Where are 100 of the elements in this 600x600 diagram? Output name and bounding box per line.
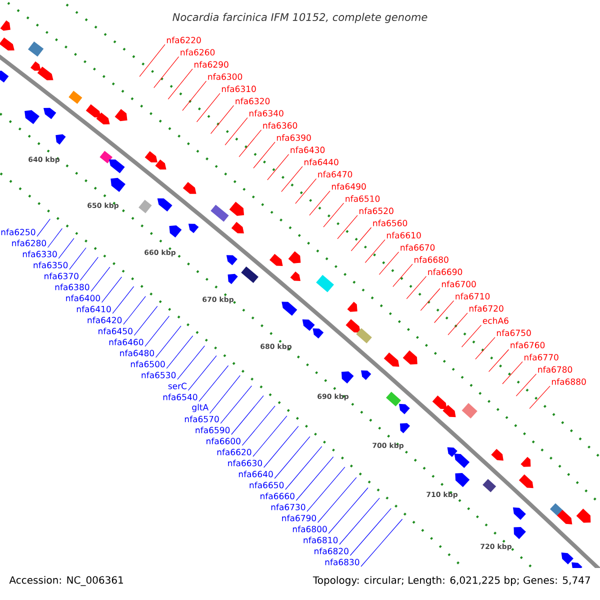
gene-label: nfa6440 bbox=[304, 158, 338, 166]
gene-label: nfa6710 bbox=[456, 292, 490, 300]
leader-line bbox=[102, 276, 122, 303]
gene-label: nfa6540 bbox=[163, 394, 198, 400]
leader-line bbox=[188, 355, 217, 391]
gene-label: nfa6450 bbox=[98, 328, 132, 334]
leader-line bbox=[328, 487, 368, 534]
leader-line bbox=[295, 178, 317, 204]
gene-label: nfa6790 bbox=[282, 514, 316, 522]
gene-label: nfa6770 bbox=[524, 354, 558, 360]
leader-line bbox=[502, 361, 523, 384]
leader-line bbox=[58, 238, 74, 259]
leader-line bbox=[36, 218, 50, 237]
leader-line bbox=[177, 345, 205, 380]
gene-label: nfa6420 bbox=[88, 316, 122, 324]
leader-line bbox=[238, 130, 262, 158]
leader-line bbox=[350, 227, 372, 252]
gene-label: nfa6400 bbox=[66, 294, 100, 302]
gene-label: nfa6500 bbox=[130, 360, 165, 368]
leader-line bbox=[267, 154, 290, 180]
gene-label: nfa6520 bbox=[359, 208, 394, 214]
gene-label: nfa6800 bbox=[292, 526, 327, 532]
leader-line bbox=[434, 300, 454, 324]
gene-label: nfa6220 bbox=[166, 36, 201, 44]
accession-text: Accession: NC_006361 bbox=[9, 576, 123, 586]
leader-line bbox=[488, 349, 510, 372]
gene-label: nfa6490 bbox=[332, 183, 366, 190]
leader-line bbox=[420, 288, 440, 311]
gene-label: nfa6570 bbox=[184, 416, 219, 422]
gene-label: nfa6340 bbox=[249, 110, 284, 116]
leader-line bbox=[69, 247, 86, 270]
gene-label: nfa6650 bbox=[250, 482, 284, 488]
leader-line bbox=[154, 56, 180, 88]
leader-line bbox=[529, 386, 550, 409]
leader-line bbox=[144, 316, 170, 347]
leader-line bbox=[210, 105, 234, 134]
leader-line bbox=[48, 228, 62, 248]
leader-line bbox=[231, 395, 264, 435]
leader-line bbox=[364, 239, 386, 264]
gene-label: nfa6690 bbox=[428, 268, 462, 276]
gene-label: nfa6610 bbox=[386, 232, 421, 238]
gene-label: nfa6560 bbox=[373, 220, 408, 226]
gene-label: nfa6750 bbox=[496, 330, 531, 336]
gene-label: serC bbox=[168, 382, 187, 390]
leader-line bbox=[112, 286, 134, 314]
leader-line bbox=[168, 68, 193, 100]
leader-line bbox=[274, 436, 310, 479]
gene-label: nfa6380 bbox=[55, 284, 90, 290]
leader-line bbox=[339, 498, 380, 545]
gene-label: nfa6780 bbox=[538, 366, 572, 373]
gene-label: nfa6600 bbox=[206, 438, 240, 444]
gene-label: nfa6590 bbox=[196, 426, 230, 434]
leader-line bbox=[392, 264, 413, 287]
gene-label: nfa6320 bbox=[236, 98, 270, 104]
gene-label: nfa6480 bbox=[120, 350, 154, 356]
leader-line bbox=[285, 446, 322, 490]
gene-label: nfa6300 bbox=[208, 73, 242, 80]
leader-line bbox=[156, 326, 182, 358]
gene-label: gltA bbox=[192, 404, 209, 412]
leader-line bbox=[323, 202, 344, 228]
leader-line bbox=[252, 416, 288, 457]
gene-label: nfa6370 bbox=[44, 272, 78, 280]
gene-label: nfa6760 bbox=[510, 342, 545, 348]
gene-label: nfa6470 bbox=[318, 170, 352, 178]
gene-label: nfa6830 bbox=[325, 558, 360, 566]
leader-line bbox=[80, 256, 98, 281]
leader-line bbox=[134, 306, 158, 336]
gene-label: nfa6530 bbox=[142, 372, 176, 378]
leader-line bbox=[350, 508, 392, 556]
title: Nocardia farcinica IFM 10152, complete genome bbox=[172, 12, 428, 24]
gene-label: nfa6670 bbox=[400, 244, 435, 251]
gene-label: nfa6390 bbox=[276, 134, 311, 141]
gene-label: nfa6620 bbox=[217, 448, 252, 456]
gene-label: nfa6720 bbox=[469, 305, 504, 312]
gene-label: nfa6290 bbox=[194, 61, 228, 68]
gene-label: nfa6310 bbox=[222, 86, 256, 92]
leader-line bbox=[139, 44, 166, 77]
leader-line bbox=[318, 477, 357, 523]
gene-label: nfa6260 bbox=[180, 48, 215, 56]
leader-line bbox=[242, 406, 276, 446]
gene-label: nfa6460 bbox=[109, 338, 144, 346]
leader-line bbox=[123, 296, 146, 325]
leader-line bbox=[210, 375, 240, 414]
leader-line bbox=[182, 80, 207, 111]
leader-line bbox=[516, 374, 537, 396]
gene-label: nfa6700 bbox=[442, 280, 476, 288]
gene-label: nfa6810 bbox=[304, 536, 338, 544]
leader-line bbox=[448, 312, 468, 336]
gene-label: echA6 bbox=[482, 317, 508, 324]
leader-line bbox=[360, 518, 403, 567]
gene-label: nfa6730 bbox=[271, 504, 306, 510]
gene-label: nfa6630 bbox=[228, 460, 262, 466]
leader-line bbox=[406, 276, 427, 300]
leader-line bbox=[166, 336, 194, 369]
leader-line bbox=[296, 456, 334, 501]
leader-line bbox=[264, 426, 299, 468]
leader-line bbox=[196, 93, 220, 122]
leader-line bbox=[309, 190, 330, 216]
gene-label: nfa6330 bbox=[22, 250, 57, 258]
gene-label: nfa6640 bbox=[238, 470, 273, 478]
